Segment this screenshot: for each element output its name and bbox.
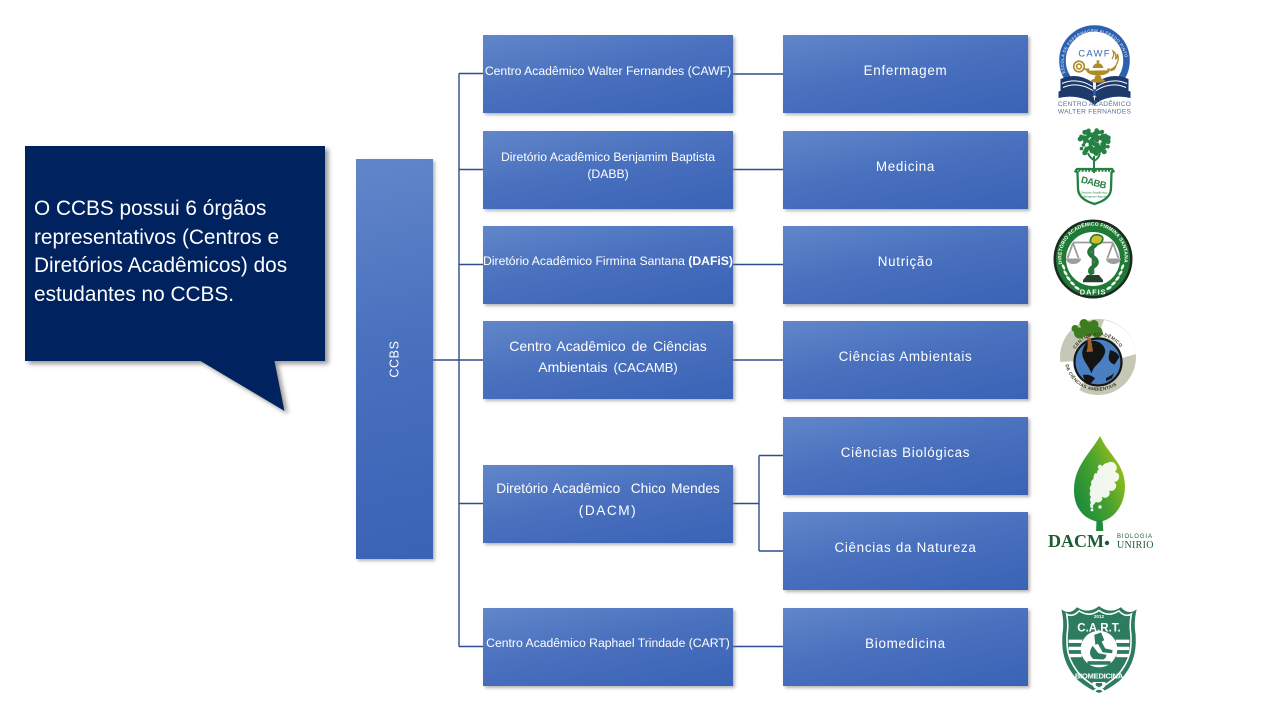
svg-text:CAWF: CAWF [1078,49,1110,60]
svg-text:DABB: DABB [1080,175,1108,192]
svg-text:Benjamim Baptista: Benjamim Baptista [1083,195,1108,199]
svg-text:Diretório Acadêmico: Diretório Acadêmico [1081,191,1108,195]
svg-text:CENTRO ACADÊMICO: CENTRO ACADÊMICO [1058,99,1131,108]
svg-text:DACM: DACM [1048,531,1104,551]
svg-text:2012: 2012 [1093,614,1104,619]
svg-text:BIOLOGIA: BIOLOGIA [1117,534,1153,540]
svg-text:DAFIS: DAFIS [1080,288,1107,297]
svg-text:BIOMEDICINA: BIOMEDICINA [1074,671,1123,680]
svg-text:C.A.R.T.: C.A.R.T. [1077,622,1120,634]
svg-text:WALTER FERNANDES: WALTER FERNANDES [1058,109,1132,116]
svg-text:UNIRIO: UNIRIO [1117,540,1154,551]
